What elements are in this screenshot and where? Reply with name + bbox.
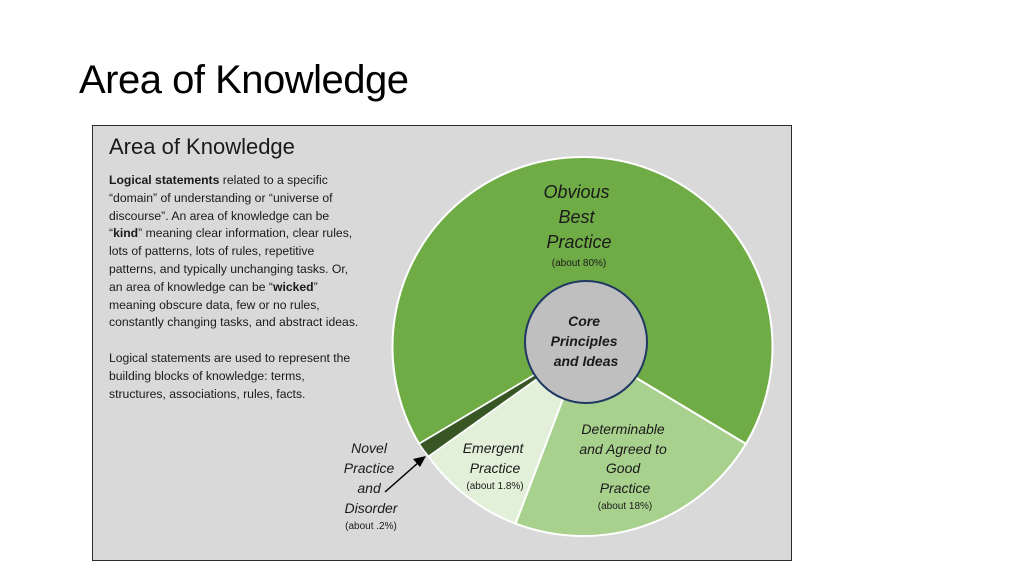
term-kind: kind: [113, 226, 139, 241]
slide-title: Area of Knowledge: [79, 58, 409, 102]
core-principles-circle: [524, 280, 648, 404]
novel-practice-label: Novel Practice and Disorder: [344, 440, 399, 516]
knowledge-pie-diagram: Core Principles and Ideas Obvious Best P…: [344, 155, 774, 537]
core-principles-label: Core Principles and Ideas: [551, 313, 622, 369]
panel-description: Logical statements related to a specific…: [109, 172, 364, 422]
determinable-good-practice-label: Determinable and Agreed to Good Practice: [579, 421, 670, 496]
obvious-best-practice-label: Obvious Best Practice: [543, 182, 614, 252]
emergent-practice-label: Emergent Practice: [463, 440, 528, 476]
panel-title: Area of Knowledge: [109, 134, 295, 159]
description-paragraph-1: Logical statements related to a specific…: [109, 173, 359, 330]
term-wicked: wicked: [272, 279, 314, 294]
arrowhead-icon: [413, 456, 426, 467]
segment-emergent-practice: [427, 343, 586, 525]
obvious-best-practice-percent: (about 80%): [552, 258, 606, 269]
determinable-good-practice-percent: (about 18%): [598, 501, 652, 512]
novel-practice-percent: (about .2%): [345, 521, 397, 532]
novel-pointer-arrow: [384, 461, 420, 493]
knowledge-panel: Area of Knowledge Logical statements rel…: [92, 125, 792, 561]
term-logical-statements: Logical statements: [109, 173, 220, 187]
description-paragraph-2: Logical statements are used to represent…: [109, 351, 351, 401]
emergent-practice-percent: (about 1.8%): [466, 481, 523, 492]
